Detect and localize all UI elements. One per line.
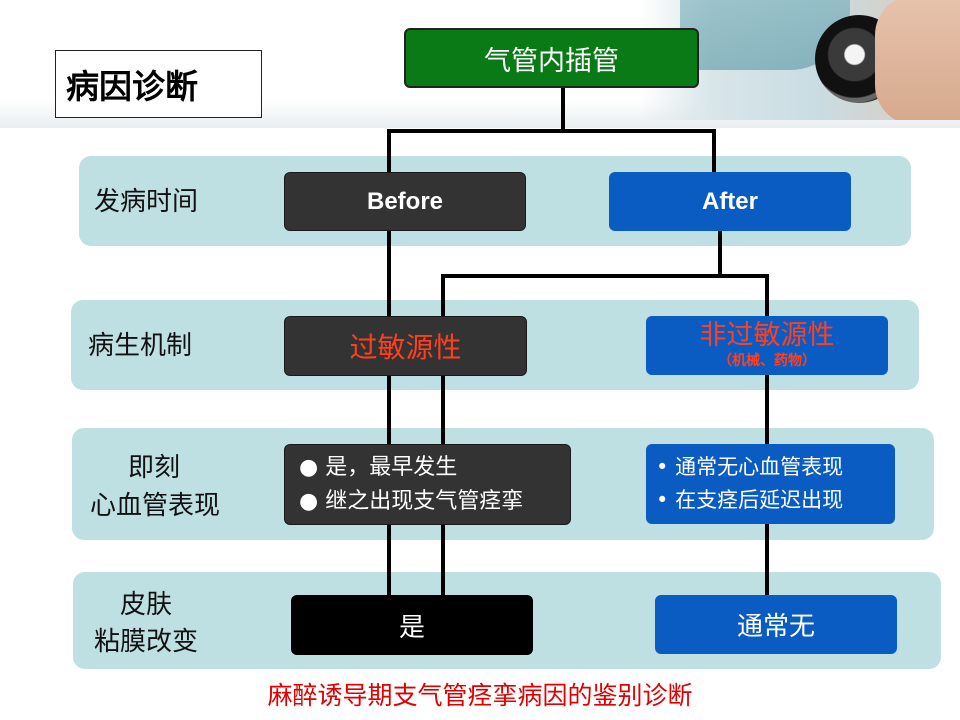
immediate-cardio-list: ● 是，最早发生 ● 继之出现支气管痉挛 [285, 451, 523, 519]
bullet-icon: • [656, 455, 669, 479]
bullet-icon: ● [299, 454, 319, 480]
list-item: ● 继之出现支气管痉挛 [299, 488, 524, 514]
delayed-cardio-node: • 通常无心血管表现 • 在支痉后延迟出现 [646, 444, 895, 524]
after-node: After [609, 172, 851, 231]
skin-yes-label: 是 [398, 612, 425, 643]
non-allergic-label: 非过敏源性 [699, 320, 835, 351]
slide-title: 病因诊断 [55, 50, 262, 118]
list-item: • 通常无心血管表现 [656, 455, 844, 479]
immediate-cardio-node: ● 是，最早发生 ● 继之出现支气管痉挛 [284, 444, 571, 525]
row-label-skin-2: 粘膜改变 [94, 627, 199, 657]
root-node: 气管内插管 [404, 28, 699, 88]
doctor-stethoscope-photo [640, 0, 960, 120]
delayed-cardio-list: • 通常无心血管表现 • 在支痉后延迟出现 [646, 451, 843, 517]
bullet-icon: ● [299, 488, 319, 514]
non-allergic-sub: （机械、药物） [718, 353, 816, 369]
after-label: After [701, 187, 758, 215]
allergic-node: 过敏源性 [284, 316, 527, 376]
row-label-skin-1: 皮肤 [120, 590, 173, 620]
list-item: ● 是，最早发生 [299, 454, 458, 480]
skin-usually-no-label: 通常无 [736, 612, 815, 642]
row-label-onset: 发病时间 [94, 187, 199, 217]
list-item: • 在支痉后延迟出现 [656, 488, 844, 512]
hand-shape [875, 0, 960, 120]
before-label: Before [366, 187, 444, 215]
before-node: Before [284, 172, 526, 231]
skin-usually-no-node: 通常无 [655, 595, 897, 654]
row-label-cardio-2: 心血管表现 [90, 491, 221, 521]
row-label-cardio-1: 即刻 [128, 453, 181, 483]
skin-yes-node: 是 [291, 595, 533, 655]
allergic-label: 过敏源性 [349, 331, 462, 364]
non-allergic-node: 非过敏源性 （机械、药物） [646, 316, 888, 375]
row-label-mechanism: 病生机制 [88, 331, 193, 361]
bullet-icon: • [656, 488, 669, 512]
footer-caption: 麻醉诱导期支气管痉挛病因的鉴别诊断 [267, 681, 693, 710]
root-label: 气管内插管 [484, 45, 619, 77]
